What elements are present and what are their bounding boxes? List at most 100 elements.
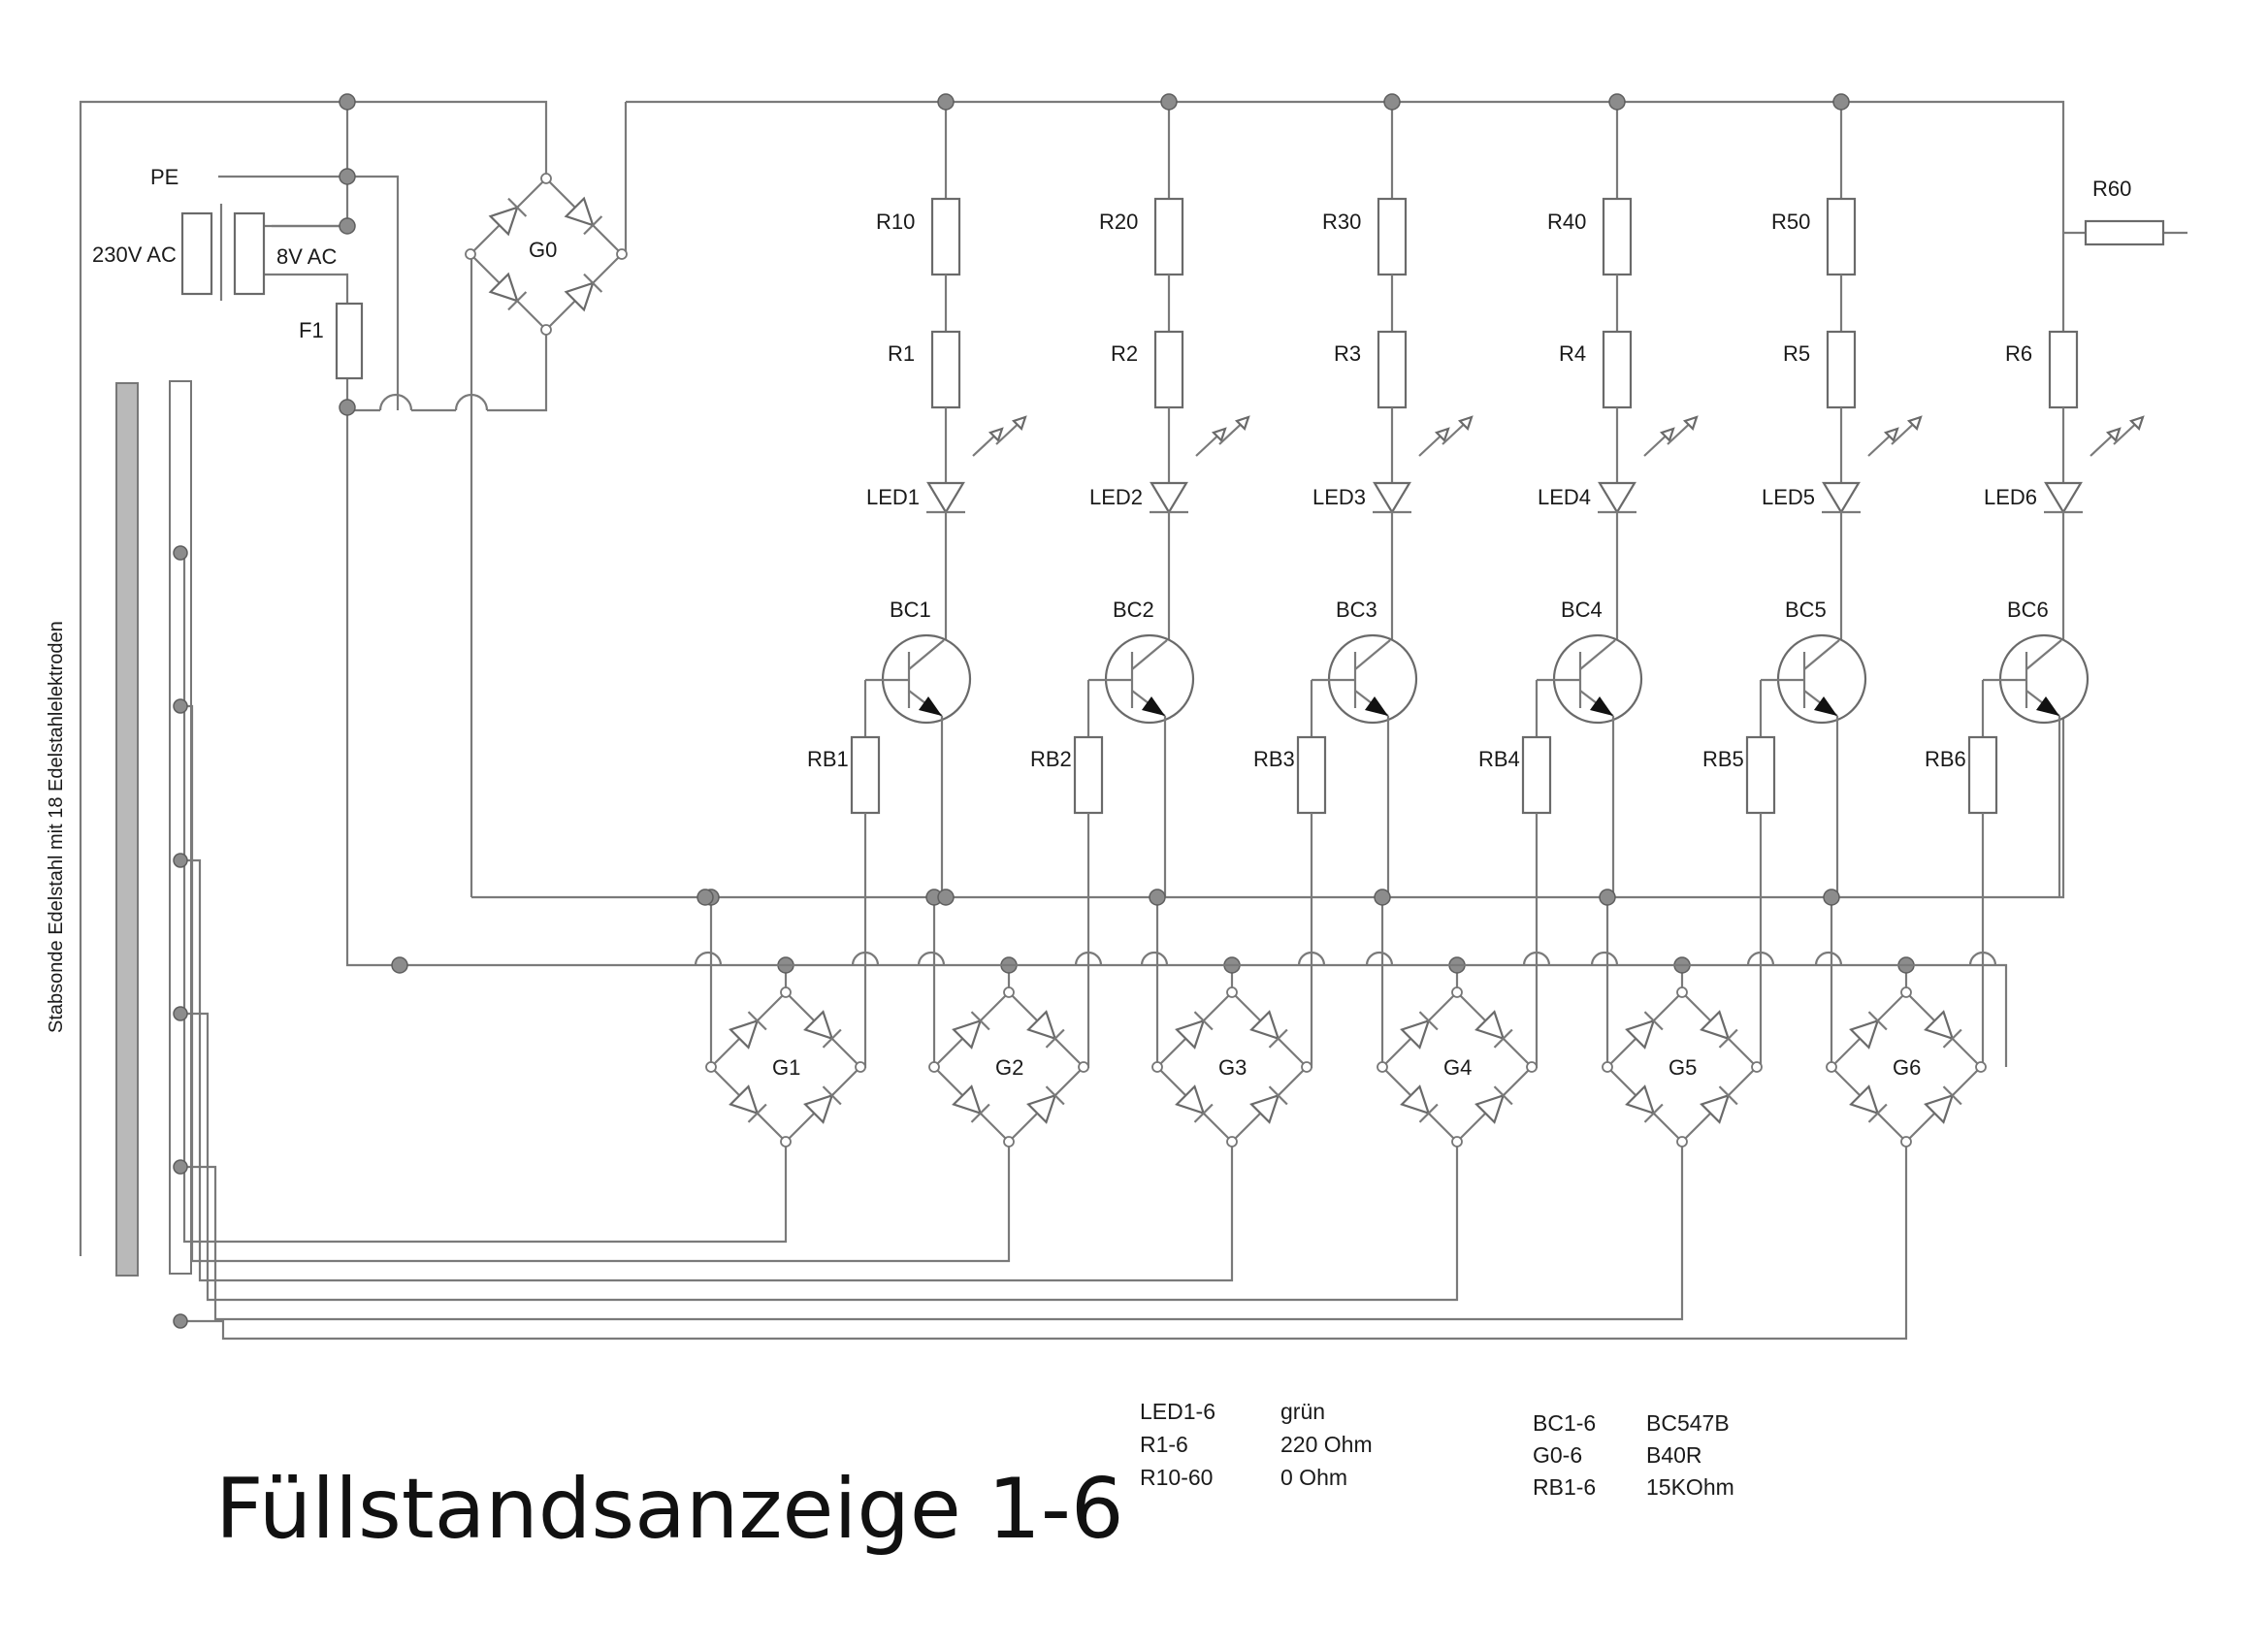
bridge-g6-label: G6 [1893, 1055, 1921, 1080]
diode [1625, 1018, 1656, 1050]
diode [1849, 1084, 1880, 1116]
bridge-g1: G1 [705, 986, 866, 1148]
secondary-label: 8V AC [276, 244, 337, 269]
npn-transistor [865, 633, 972, 725]
diode [1026, 1010, 1057, 1041]
led-symbol [1373, 415, 1474, 515]
electrode-dot [173, 1159, 188, 1175]
diode [1700, 1093, 1731, 1124]
bridge-g3: G3 [1151, 986, 1312, 1148]
led-symbol [926, 415, 1027, 515]
npn-transistor [1761, 633, 1867, 725]
label-rb5: RB5 [1702, 747, 1744, 771]
label-bc3: BC3 [1336, 598, 1377, 622]
junction-dot [1160, 93, 1178, 111]
label-r3: R3 [1334, 341, 1361, 366]
diode [1400, 1018, 1431, 1050]
diode [729, 1018, 760, 1050]
diode [1249, 1093, 1280, 1124]
diode [1175, 1018, 1206, 1050]
label-r1: R1 [888, 341, 915, 366]
legend-left-value: 220 Ohm [1280, 1432, 1373, 1457]
label-bc5: BC5 [1785, 598, 1827, 622]
label-r20: R20 [1099, 210, 1138, 234]
label-bc4: BC4 [1561, 598, 1603, 622]
junction-dot [1383, 93, 1401, 111]
resistor-rb6 [1967, 735, 1998, 815]
legend-left-part: LED1-6 [1140, 1399, 1215, 1424]
bridge-g4: G4 [1377, 986, 1538, 1148]
electrode-dot [173, 545, 188, 561]
bridge-g5: G5 [1602, 986, 1763, 1148]
label-led3: LED3 [1312, 485, 1366, 509]
led-symbol [1150, 415, 1250, 515]
electrode-dot [173, 698, 188, 714]
diode [1700, 1010, 1731, 1041]
label-r30: R30 [1322, 210, 1361, 234]
bridge-g5-label: G5 [1669, 1055, 1697, 1080]
g0-label: G0 [529, 238, 557, 262]
resistor-r20 [1153, 197, 1184, 276]
label-r2: R2 [1111, 341, 1138, 366]
transformer [180, 204, 266, 301]
diode [564, 281, 595, 312]
diode [1474, 1010, 1506, 1041]
diode [1400, 1084, 1431, 1116]
mains-label: 230V AC [92, 242, 177, 267]
npn-transistor [1312, 633, 1418, 725]
label-rb6: RB6 [1925, 747, 1966, 771]
label-rb1: RB1 [807, 747, 849, 771]
legend-left-part: R1-6 [1140, 1432, 1188, 1457]
bridge-g0 [465, 173, 628, 336]
label-led2: LED2 [1089, 485, 1143, 509]
legend-right-part: G0-6 [1533, 1442, 1582, 1468]
bridge-g4-label: G4 [1443, 1055, 1472, 1080]
npn-transistor [1983, 633, 2090, 725]
label-rb4: RB4 [1478, 747, 1520, 771]
resistor-rb4 [1521, 735, 1552, 815]
label-rb3: RB3 [1253, 747, 1295, 771]
bridge-g3-label: G3 [1218, 1055, 1247, 1080]
resistor-rb3 [1296, 735, 1327, 815]
led-symbol [2044, 415, 2145, 515]
label-r10: R10 [876, 210, 915, 234]
junction-dot [339, 217, 356, 235]
r60-label: R60 [2092, 177, 2131, 201]
electrode-dot [173, 1006, 188, 1021]
electrode-dot [173, 853, 188, 868]
resistor-r2 [1153, 330, 1184, 409]
junction-dot [937, 889, 955, 906]
legend-left-part: R10-60 [1140, 1465, 1213, 1490]
diode [729, 1084, 760, 1116]
bridge-g2-label: G2 [995, 1055, 1023, 1080]
resistor-r4 [1602, 330, 1633, 409]
label-led4: LED4 [1538, 485, 1591, 509]
label-rb2: RB2 [1030, 747, 1072, 771]
bridge-g2: G2 [928, 986, 1089, 1148]
diode [1249, 1010, 1280, 1041]
bridge-g6: G6 [1826, 986, 1987, 1148]
resistor-r10 [930, 197, 961, 276]
legend-left-value: grün [1280, 1399, 1325, 1424]
label-led5: LED5 [1762, 485, 1815, 509]
junction-dot [339, 93, 356, 111]
resistor-r1 [930, 330, 961, 409]
label-bc6: BC6 [2007, 598, 2049, 622]
label-r50: R50 [1771, 210, 1810, 234]
resistor-r40 [1602, 197, 1633, 276]
resistor-r6 [2048, 330, 2079, 409]
junction-dot [1832, 93, 1850, 111]
led-symbol [1598, 415, 1699, 515]
diode [1625, 1084, 1656, 1116]
npn-transistor [1088, 633, 1195, 725]
label-led1: LED1 [866, 485, 920, 509]
diode [488, 272, 519, 303]
legend-right-part: RB1-6 [1533, 1474, 1596, 1500]
